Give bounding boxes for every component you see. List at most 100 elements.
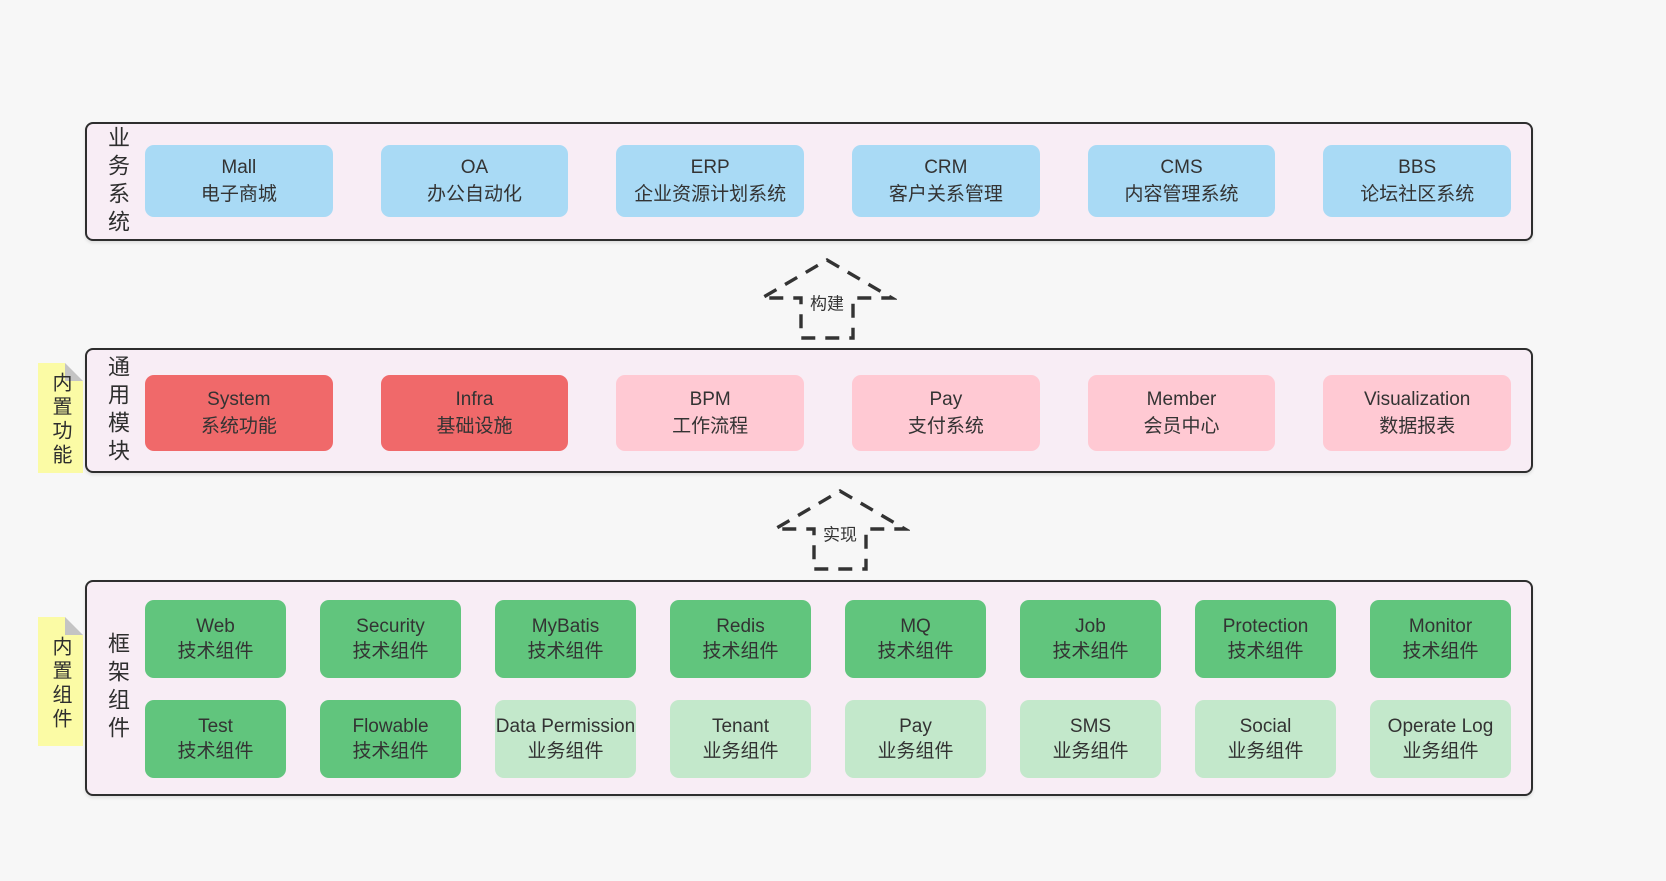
box-desc: 业务组件 [702,741,779,762]
box-mq: MQ 技术组件 [845,600,986,678]
box-desc: 技术组件 [877,641,954,662]
box-flowable: Flowable 技术组件 [320,700,461,778]
box-desc: 技术组件 [352,741,429,762]
box-protection: Protection 技术组件 [1195,600,1336,678]
box-social: Social 业务组件 [1195,700,1336,778]
box-name: Mall [221,157,257,178]
layer-framework-components: 框架组件 Web 技术组件 Security 技术组件 MyBatis 技术组件… [85,580,1533,796]
box-pay-component: Pay 业务组件 [845,700,986,778]
box-pay: Pay 支付系统 [852,375,1040,451]
folded-corner-icon [65,617,83,635]
module-box-row: System 系统功能 Infra 基础设施 BPM 工作流程 Pay 支付系统… [145,375,1512,451]
box-desc: 电子商城 [200,184,277,205]
box-desc: 业务组件 [527,741,604,762]
box-desc: 工作流程 [672,416,749,437]
box-oa: OA 办公自动化 [380,145,569,217]
box-security: Security 技术组件 [320,600,461,678]
box-name: Member [1146,389,1217,410]
box-name: Monitor [1408,616,1473,637]
box-desc: 技术组件 [1402,641,1479,662]
box-monitor: Monitor 技术组件 [1370,600,1511,678]
box-redis: Redis 技术组件 [670,600,811,678]
box-name: Protection [1222,616,1309,637]
build-arrow: 构建 [757,256,897,342]
box-mybatis: MyBatis 技术组件 [495,600,636,678]
folded-corner-icon [65,363,83,381]
box-desc: 技术组件 [702,641,779,662]
box-desc: 业务组件 [1052,741,1129,762]
box-operate-log: Operate Log 业务组件 [1370,700,1511,778]
implement-arrow: 实现 [770,487,910,573]
box-desc: 技术组件 [177,641,254,662]
box-name: Job [1075,616,1106,637]
box-bbs: BBS 论坛社区系统 [1323,145,1512,217]
box-desc: 论坛社区系统 [1360,184,1475,205]
box-name: CMS [1160,157,1203,178]
box-name: MyBatis [531,616,600,637]
box-desc: 技术组件 [177,741,254,762]
box-name: BPM [689,389,731,410]
implement-arrow-label: 实现 [819,519,861,547]
box-name: Pay [929,389,963,410]
box-infra: Infra 基础设施 [380,375,569,451]
arrow-up-dashed-icon [770,489,910,571]
sticky-note-built-in-features: 内置功能 [38,363,83,473]
box-name: Data Permission [495,716,636,737]
box-desc: 内容管理系统 [1124,184,1239,205]
box-name: Security [356,616,425,637]
sticky-note-built-in-components: 内置组件 [38,617,83,746]
box-name: BBS [1398,157,1437,178]
box-desc: 客户关系管理 [888,184,1003,205]
box-test: Test 技术组件 [145,700,286,778]
box-desc: 系统功能 [200,416,277,437]
box-sms: SMS 业务组件 [1020,700,1161,778]
layer-label-modules: 通用模块 [105,354,130,467]
box-desc: 基础设施 [436,416,513,437]
box-desc: 会员中心 [1143,416,1220,437]
box-desc: 业务组件 [1402,741,1479,762]
box-desc: 数据报表 [1379,416,1456,437]
box-desc: 业务组件 [877,741,954,762]
box-name: MQ [900,616,931,637]
layer-label-business: 业务系统 [105,125,130,238]
box-name: System [207,389,271,410]
business-box-row: Mall 电子商城 OA 办公自动化 ERP 企业资源计划系统 CRM 客户关系… [145,145,1512,217]
box-data-permission: Data Permission 业务组件 [495,700,636,778]
box-bpm: BPM 工作流程 [616,375,805,451]
box-system: System 系统功能 [145,375,333,451]
box-member: Member 会员中心 [1087,375,1276,451]
arrow-up-dashed-icon [757,258,897,340]
layer-label-components: 框架组件 [105,632,130,744]
sticky-note-label: 内置功能 [49,372,71,469]
layer-common-modules: 通用模块 System 系统功能 Infra 基础设施 BPM 工作流程 Pay… [85,348,1533,473]
box-name: Web [196,616,235,637]
box-name: SMS [1069,716,1112,737]
box-name: Social [1239,716,1292,737]
layer-business-systems: 业务系统 Mall 电子商城 OA 办公自动化 ERP 企业资源计划系统 CRM… [85,122,1533,241]
box-desc: 企业资源计划系统 [634,184,787,205]
box-tenant: Tenant 业务组件 [670,700,811,778]
box-visualization: Visualization 数据报表 [1323,375,1512,451]
box-name: Redis [716,616,765,637]
build-arrow-label: 构建 [806,288,848,316]
component-box-row-1: Web 技术组件 Security 技术组件 MyBatis 技术组件 Redi… [145,600,1511,678]
box-name: Test [198,716,233,737]
box-name: Infra [455,389,494,410]
box-desc: 技术组件 [1227,641,1304,662]
box-name: OA [460,157,489,178]
box-job: Job 技术组件 [1020,600,1161,678]
box-desc: 技术组件 [1052,641,1129,662]
sticky-note-label: 内置组件 [49,636,71,733]
box-name: Tenant [711,716,770,737]
box-desc: 办公自动化 [427,184,523,205]
box-name: CRM [924,157,968,178]
box-cms: CMS 内容管理系统 [1087,145,1276,217]
box-mall: Mall 电子商城 [145,145,333,217]
box-name: ERP [690,157,730,178]
box-desc: 支付系统 [907,416,984,437]
box-erp: ERP 企业资源计划系统 [616,145,805,217]
box-desc: 业务组件 [1227,741,1304,762]
box-name: Visualization [1364,389,1471,410]
box-web: Web 技术组件 [145,600,286,678]
